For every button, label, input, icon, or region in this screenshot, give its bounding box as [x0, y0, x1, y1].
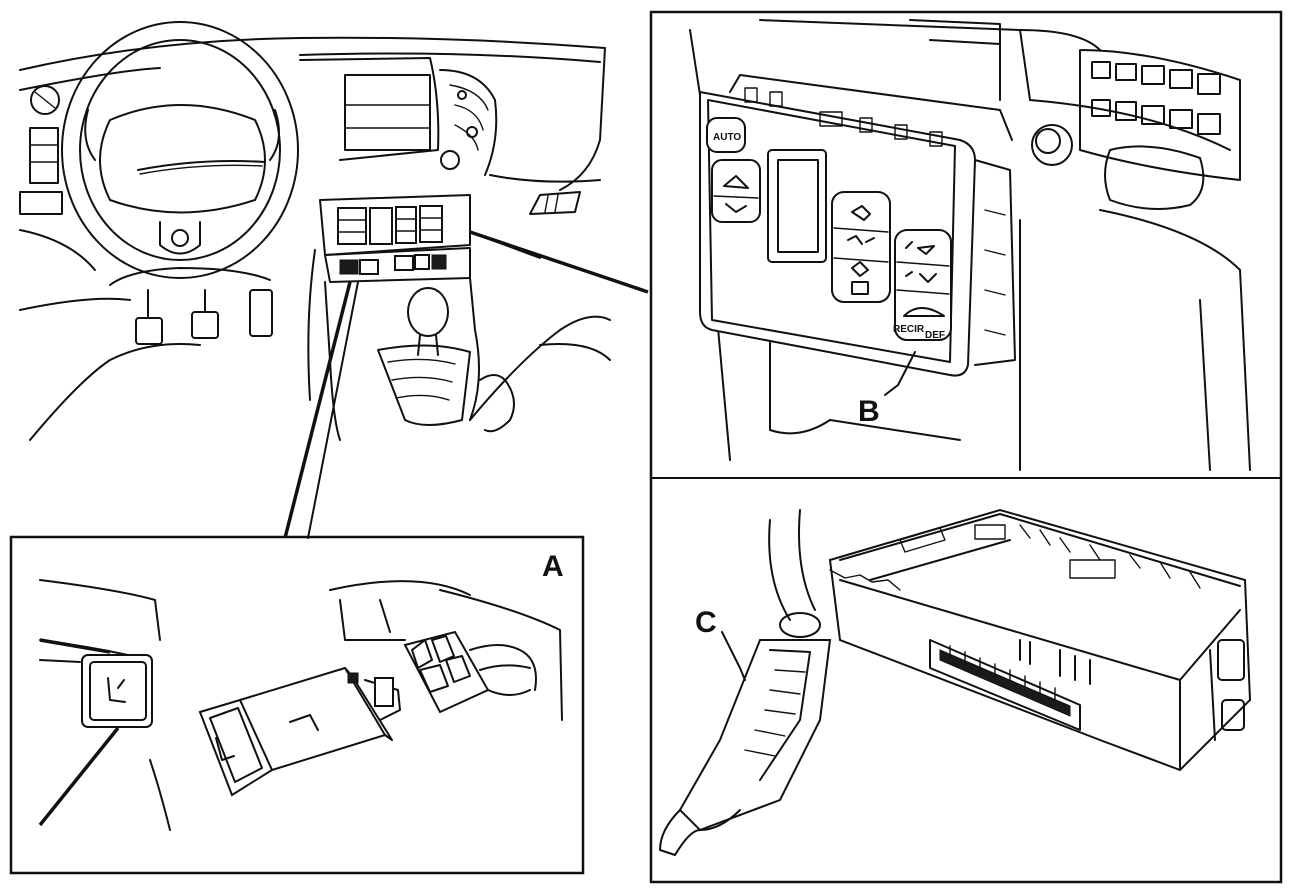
inset-b-c: AUTO RECIR DEF [649, 10, 1283, 884]
defrost-button-label: DEF [925, 330, 945, 341]
dashboard-overview [19, 21, 649, 539]
inset-a [9, 535, 585, 875]
climate-control-panel: AUTO RECIR DEF [699, 74, 1016, 377]
instrument-cluster [299, 57, 498, 176]
pedals [109, 267, 273, 345]
steering-wheel [61, 21, 299, 279]
switch-connector [403, 630, 537, 714]
seat-heater-switch [198, 667, 401, 797]
callout-a: A [542, 550, 564, 583]
cable-plug-c [659, 509, 832, 856]
recirc-button-label: RECIR [893, 324, 925, 335]
callout-c: C [695, 606, 717, 639]
center-console [307, 191, 581, 441]
callout-b: B [858, 395, 880, 428]
climate-control-unit [828, 508, 1252, 772]
right-vents [1031, 49, 1241, 210]
auto-button-label: AUTO [713, 132, 741, 143]
gear-shifter [377, 287, 611, 433]
